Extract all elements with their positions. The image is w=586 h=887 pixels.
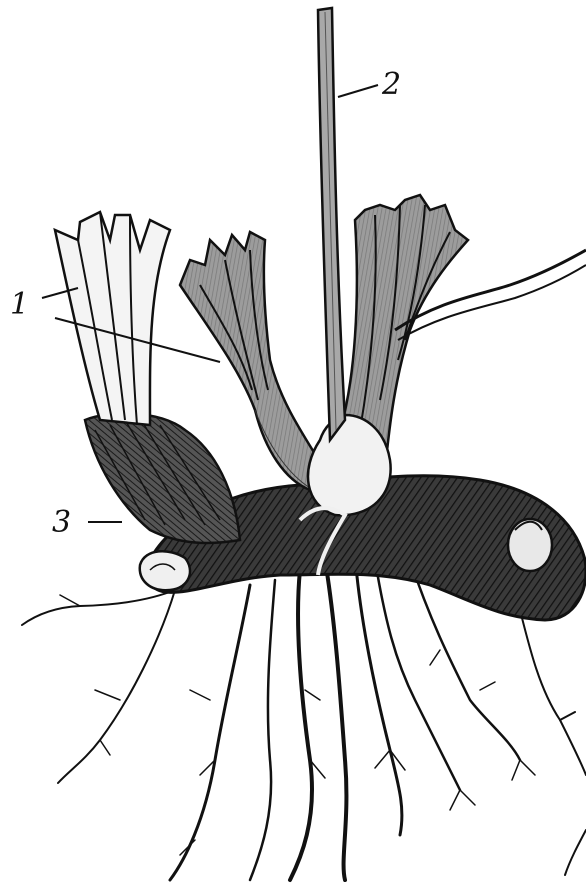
flowering-stem xyxy=(318,8,345,440)
left-shoot xyxy=(55,212,170,425)
label-2: 2 xyxy=(382,70,401,100)
label-3: 3 xyxy=(52,508,71,538)
rhizome-bud-left xyxy=(140,551,190,590)
leader-line-2 xyxy=(338,85,378,97)
label-1: 1 xyxy=(10,290,29,320)
rhizome-bud-right xyxy=(508,519,552,571)
fibrous-scales xyxy=(85,413,240,543)
